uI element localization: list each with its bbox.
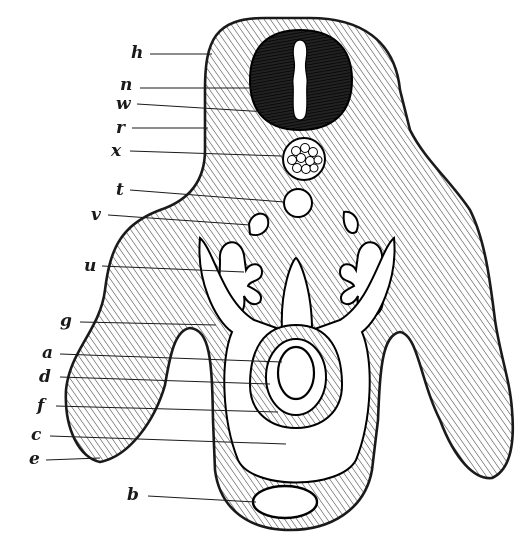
label-t: t <box>116 180 124 200</box>
label-v: v <box>91 205 102 225</box>
label-r: r <box>116 118 126 138</box>
label-u: u <box>84 256 96 276</box>
aorta <box>284 189 312 217</box>
gut-lumen <box>278 347 314 399</box>
label-n: n <box>120 75 132 95</box>
label-w: w <box>116 94 132 114</box>
label-x: x <box>110 141 122 161</box>
label-c: c <box>31 425 42 445</box>
structure-v-left <box>249 214 268 235</box>
label-h: h <box>131 43 143 63</box>
label-e: e <box>29 449 40 469</box>
label-d: d <box>39 367 51 387</box>
label-g: g <box>60 311 72 331</box>
neural-canal <box>293 40 307 120</box>
label-f: f <box>36 396 47 416</box>
label-a: a <box>42 343 53 363</box>
ventral-opening <box>253 486 317 518</box>
label-b: b <box>127 485 139 505</box>
